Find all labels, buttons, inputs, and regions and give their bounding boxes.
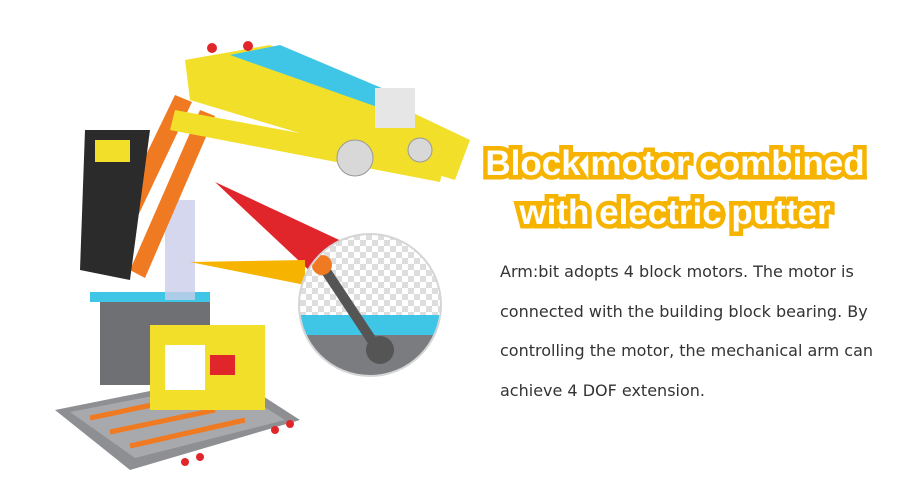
zoom-callout bbox=[190, 182, 442, 377]
top-boom bbox=[170, 41, 470, 182]
arm-beams bbox=[80, 95, 215, 280]
heading-line-1: Block motor combined bbox=[481, 140, 869, 188]
feature-description: Arm:bit adopts 4 block motors. The motor… bbox=[500, 262, 874, 400]
tower bbox=[90, 200, 265, 410]
heading-line-2: with electric putter bbox=[515, 189, 835, 237]
